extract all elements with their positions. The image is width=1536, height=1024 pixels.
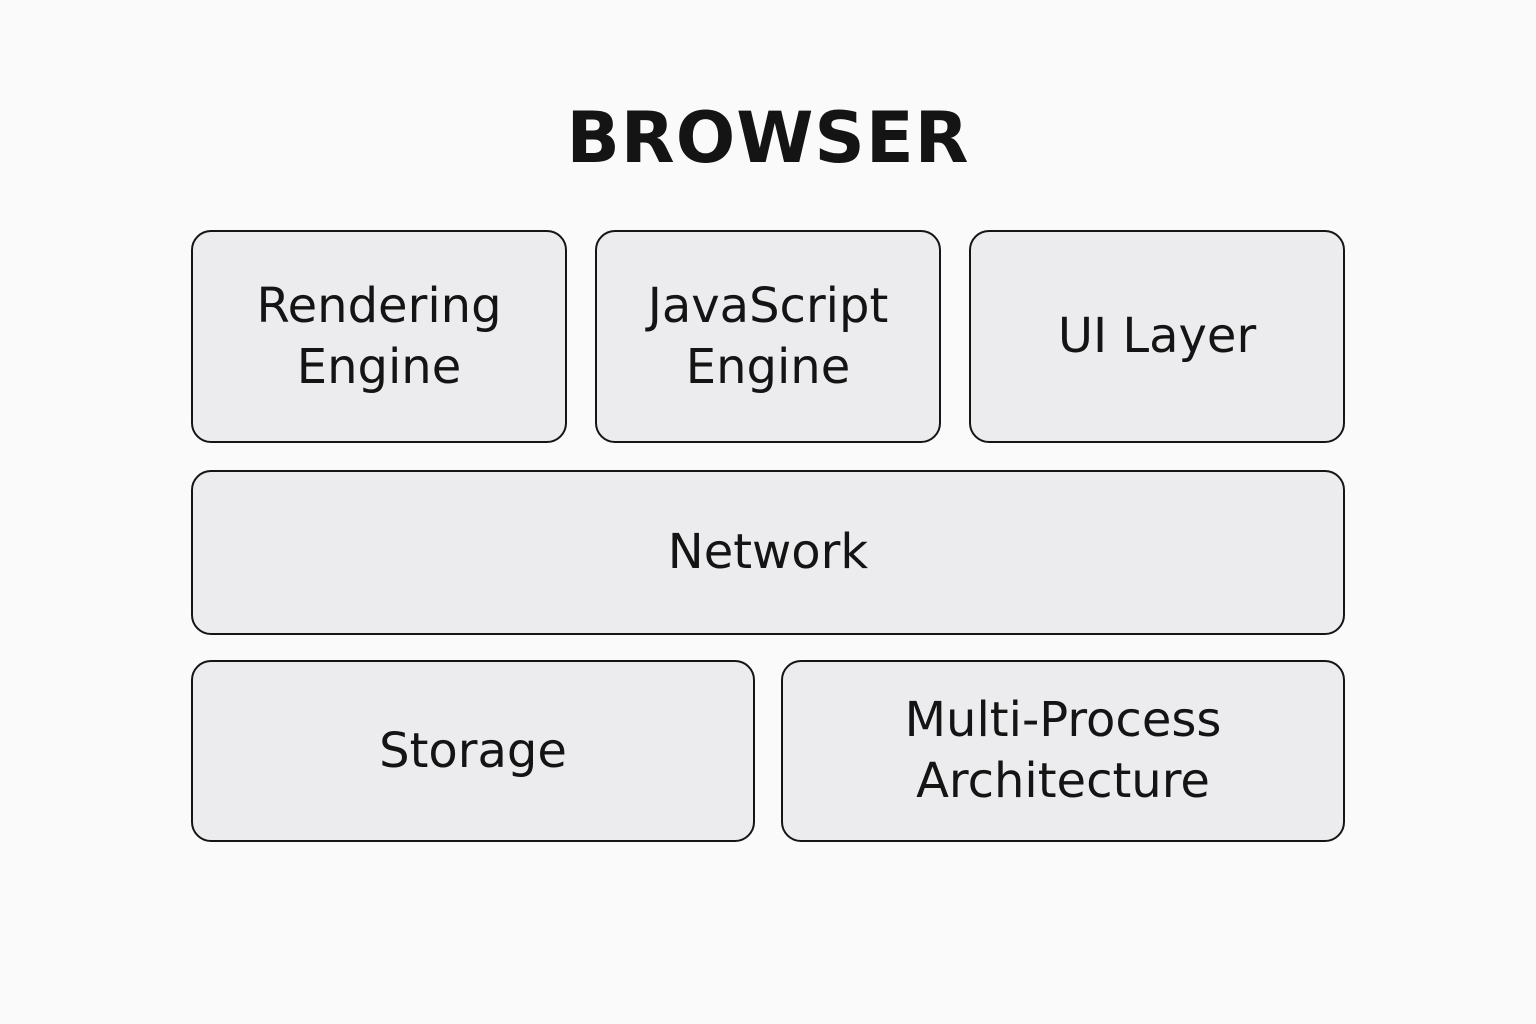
network-label: Network: [667, 524, 869, 580]
multi-process-label-line1: Multi-Process: [904, 692, 1222, 748]
javascript-engine-label-line2: Engine: [685, 338, 851, 395]
javascript-engine-label-line1: JavaScript: [647, 277, 889, 334]
rendering-engine-box: Rendering Engine: [191, 230, 567, 443]
storage-label: Storage: [379, 722, 567, 779]
ui-layer-label: UI Layer: [1057, 308, 1257, 364]
javascript-engine-box: JavaScript Engine: [595, 230, 941, 443]
rendering-engine-label-line1: Rendering: [256, 277, 502, 334]
ui-layer-box: UI Layer: [969, 230, 1345, 443]
multi-process-label-line2: Architecture: [916, 753, 1210, 809]
multi-process-architecture-box: Multi-Process Architecture: [781, 660, 1345, 842]
rendering-engine-label-line2: Engine: [296, 338, 462, 395]
network-box: Network: [191, 470, 1345, 635]
storage-box: Storage: [191, 660, 755, 842]
diagram-title: BROWSER: [566, 97, 970, 179]
